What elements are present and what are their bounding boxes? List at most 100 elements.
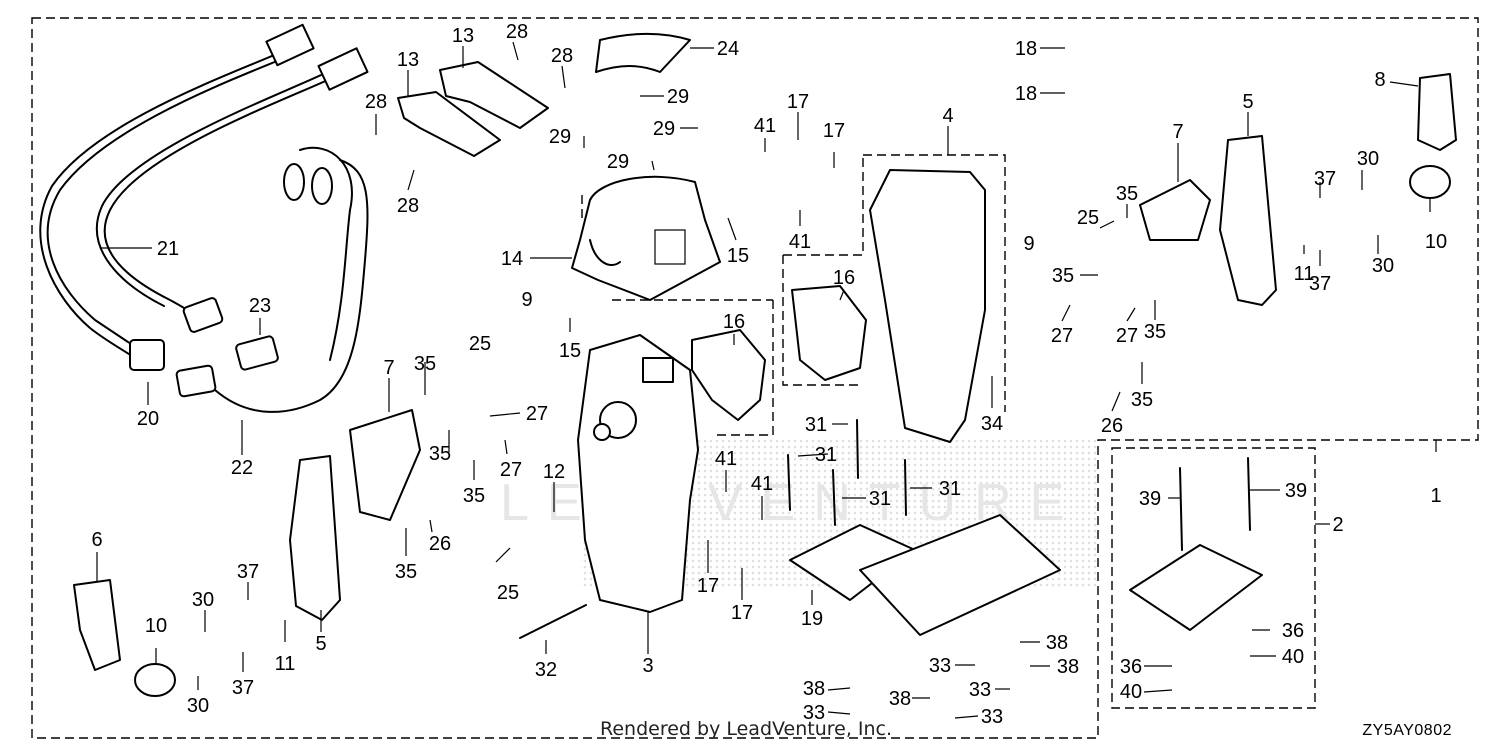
callout-30: 30 — [1357, 148, 1379, 170]
callout-5: 5 — [315, 633, 326, 655]
callout-29: 29 — [667, 86, 689, 108]
callout-28: 28 — [397, 195, 419, 217]
control-cover-14 — [571, 175, 721, 301]
callout-11: 11 — [275, 653, 296, 675]
figure-code: ZY5AY0802 — [1362, 722, 1452, 739]
callout-7: 7 — [1172, 121, 1183, 143]
callout-22: 22 — [231, 457, 253, 479]
callout-9: 9 — [521, 289, 532, 311]
callout-28: 28 — [551, 45, 573, 67]
callout-24: 24 — [717, 38, 739, 60]
callout-5: 5 — [1242, 91, 1253, 113]
callout-40: 40 — [1120, 681, 1142, 703]
callout-33: 33 — [981, 706, 1003, 728]
bolt-32 — [519, 604, 587, 639]
callout-38: 38 — [1057, 656, 1079, 678]
callout-18: 18 — [1015, 38, 1037, 60]
callout-10: 10 — [145, 615, 167, 637]
lever-8 — [1417, 73, 1457, 151]
handle-7-right — [1139, 179, 1211, 241]
callout-7: 7 — [383, 357, 394, 379]
callout-15: 15 — [727, 245, 749, 267]
callout-28: 28 — [365, 91, 387, 113]
callout-30: 30 — [187, 695, 209, 717]
callout-11: 11 — [1294, 263, 1315, 285]
callout-4: 4 — [942, 105, 953, 127]
callout-9: 9 — [1023, 233, 1034, 255]
callout-27: 27 — [526, 403, 548, 425]
callout-29: 29 — [607, 151, 629, 173]
callout-35: 35 — [1144, 321, 1166, 343]
callout-17: 17 — [787, 91, 809, 113]
callout-14: 14 — [501, 248, 523, 270]
callout-25: 25 — [469, 333, 491, 355]
callout-25: 25 — [497, 582, 519, 604]
bolts-31-39 — [787, 419, 1251, 551]
callout-35: 35 — [429, 443, 451, 465]
callout-26: 26 — [1101, 415, 1123, 437]
callout-31: 31 — [869, 488, 891, 510]
callout-20: 20 — [137, 408, 159, 430]
assembly-frames — [31, 17, 1479, 739]
bracket-16b — [791, 285, 867, 381]
callout-37: 37 — [1314, 168, 1336, 190]
housing-4 — [869, 169, 986, 443]
callout-39: 39 — [1285, 480, 1307, 502]
callout-35: 35 — [1052, 265, 1074, 287]
callout-13: 13 — [452, 25, 474, 47]
callout-19: 19 — [801, 608, 823, 630]
callout-38: 38 — [803, 678, 825, 700]
callout-16: 16 — [833, 267, 855, 289]
callout-29: 29 — [549, 126, 571, 148]
callout-38: 38 — [1046, 632, 1068, 654]
callout-31: 31 — [815, 444, 837, 466]
callout-17: 17 — [697, 575, 719, 597]
callout-21: 21 — [157, 238, 179, 260]
callout-37: 37 — [232, 677, 254, 699]
callout-33: 33 — [929, 655, 951, 677]
lever-5-left — [289, 455, 341, 621]
bracket-16 — [691, 329, 766, 421]
callout-39: 39 — [1139, 488, 1161, 510]
callout-6: 6 — [91, 529, 102, 551]
callout-8: 8 — [1374, 69, 1385, 91]
callout-33: 33 — [969, 679, 991, 701]
callout-3: 3 — [642, 655, 653, 677]
callout-30: 30 — [1372, 255, 1394, 277]
cover-plate-24 — [595, 32, 691, 73]
lever-5-right — [1219, 135, 1277, 306]
grommet-10-left — [134, 663, 176, 697]
callout-2: 2 — [1332, 514, 1343, 536]
callout-27: 27 — [1051, 325, 1073, 347]
callout-35: 35 — [1116, 183, 1138, 205]
callout-27: 27 — [500, 459, 522, 481]
callout-labels: 1 2 3 4 5 5 6 7 7 8 9 9 10 10 11 11 12 1… — [91, 21, 1447, 728]
bracket-13 — [397, 61, 549, 157]
callout-40: 40 — [1282, 646, 1304, 668]
callout-34: 34 — [981, 413, 1003, 435]
callout-35: 35 — [463, 485, 485, 507]
callout-23: 23 — [249, 295, 271, 317]
callout-41: 41 — [715, 448, 737, 470]
callout-37: 37 — [237, 561, 259, 583]
callout-36: 36 — [1282, 620, 1304, 642]
callout-41: 41 — [789, 231, 811, 253]
callout-25: 25 — [1077, 207, 1099, 229]
callout-15: 15 — [559, 340, 581, 362]
callout-17: 17 — [823, 120, 845, 142]
callout-31: 31 — [805, 414, 827, 436]
remote-control-box-3 — [577, 334, 699, 613]
base-plate-2 — [1129, 544, 1263, 631]
grommet-10-right — [1409, 165, 1451, 199]
callout-17: 17 — [731, 602, 753, 624]
callout-26: 26 — [429, 533, 451, 555]
callout-36: 36 — [1120, 656, 1142, 678]
base-plate — [859, 514, 1061, 636]
callout-27: 27 — [1116, 325, 1138, 347]
callout-35: 35 — [395, 561, 417, 583]
callout-29: 29 — [653, 118, 675, 140]
wire-harness — [39, 23, 369, 413]
callout-41: 41 — [751, 473, 773, 495]
callout-32: 32 — [535, 659, 557, 681]
